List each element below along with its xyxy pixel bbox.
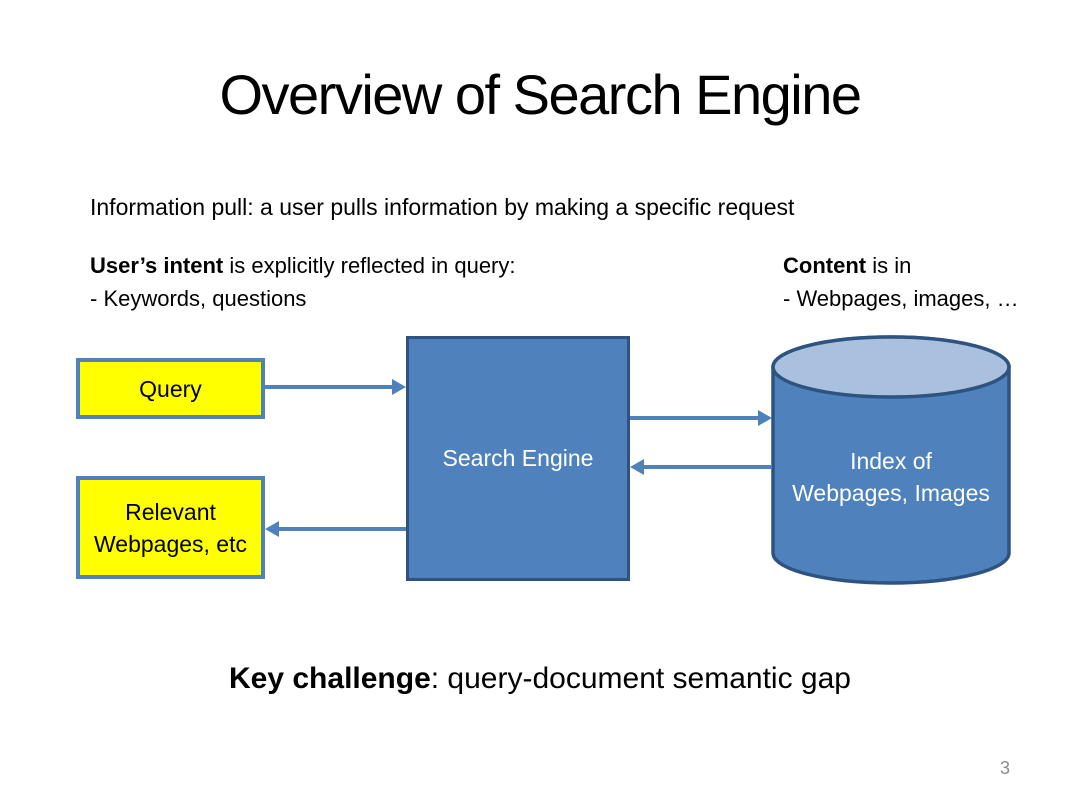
search-engine-box: Search Engine [406,336,630,581]
content-line1: Content is in [783,249,1019,282]
arrowhead-left-icon [630,459,644,475]
user-intent-line1: User’s intent is explicitly reflected in… [90,249,516,282]
arrow-shaft [643,465,772,469]
index-line1: Index of [850,448,932,474]
relevant-box-line2: Webpages, etc [93,530,247,557]
arrowhead-left-icon [265,521,279,537]
index-line2: Webpages, Images [792,480,990,506]
query-box-label: Query [139,375,202,402]
key-challenge-bold: Key challenge [229,662,431,695]
relevant-webpages-box: Relevant Webpages, etc [76,476,265,579]
intro-text: Information pull: a user pulls informati… [90,194,795,220]
arrowhead-right-icon [758,410,772,426]
content-rest: is in [866,253,912,278]
user-intent-line2: - Keywords, questions [90,286,307,311]
index-label: Index of Webpages, Images [770,445,1012,509]
user-intent-bold: User’s intent [90,253,224,278]
arrow-shaft [278,527,406,531]
search-engine-label: Search Engine [442,445,594,471]
query-box: Query [76,358,265,419]
database-cylinder-icon [771,335,1011,585]
slide-title: Overview of Search Engine [219,63,862,126]
relevant-box-line1: Relevant [125,498,216,525]
key-challenge-text: Key challenge: query-document semantic g… [0,662,1080,696]
page-number: 3 [1000,758,1011,778]
key-challenge-rest: : query-document semantic gap [430,662,851,695]
content-line2: - Webpages, images, … [783,286,1019,311]
arrowhead-right-icon [392,379,406,395]
user-intent-note: User’s intent is explicitly reflected in… [90,249,516,315]
content-note: Content is in - Webpages, images, … [783,249,1019,315]
content-bold: Content [783,253,867,278]
user-intent-rest: is explicitly reflected in query: [223,253,516,278]
index-database-cylinder: Index of Webpages, Images [770,333,1012,587]
arrow-shaft [265,385,393,389]
arrow-shaft [630,416,759,420]
